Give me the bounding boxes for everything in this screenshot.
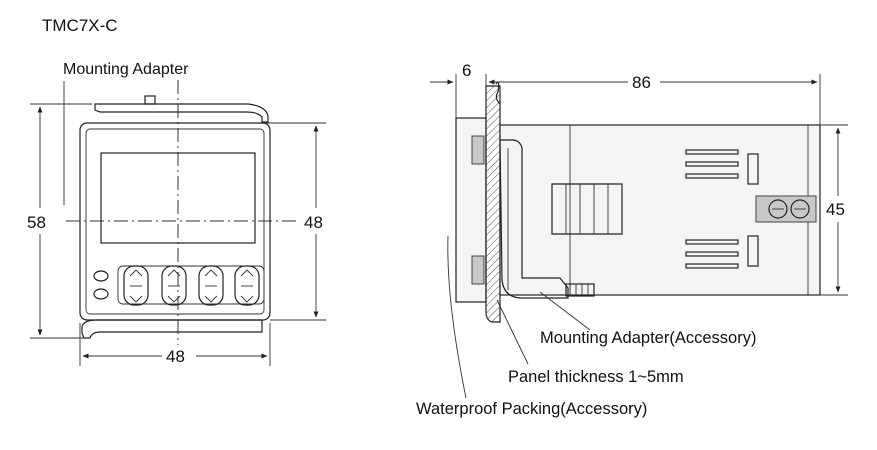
- front-button-4: [234, 265, 260, 306]
- side-latch-top: [747, 153, 759, 185]
- front-button-2: [161, 265, 187, 306]
- model-title: TMC7X-C: [42, 16, 118, 35]
- leader-panel-thickness: [496, 299, 529, 365]
- side-view: 6 86 45 Mounting Adapter(Accessory) Pane…: [416, 61, 848, 418]
- leader-waterproof-packing: [447, 235, 467, 399]
- adapter-bottom-clip: [81, 319, 263, 339]
- adapter-bracket: [499, 139, 569, 299]
- label-panel-thickness: Panel thickness 1~5mm: [508, 368, 684, 386]
- connector-clip: [551, 183, 623, 235]
- side-front-clip-top: [471, 135, 485, 165]
- label-waterproof-packing: Waterproof Packing(Accessory): [416, 400, 647, 418]
- leader-mounting-adapter: [539, 291, 591, 331]
- front-view: Mounting Adapter: [27, 61, 326, 366]
- front-button-1: [123, 265, 149, 306]
- dim-58-label: 58: [27, 213, 46, 232]
- indicator-led-2: [93, 288, 109, 300]
- button-panel: [117, 265, 265, 305]
- front-button-3: [198, 265, 224, 306]
- adapter-top-clip: [94, 103, 269, 123]
- mounting-panel: [485, 85, 501, 323]
- vent-slots-bottom: [685, 239, 739, 269]
- label-mounting-adapter-accessory: Mounting Adapter(Accessory): [540, 329, 756, 347]
- side-latch-bottom: [747, 235, 759, 267]
- dim-45-label: 45: [826, 200, 845, 219]
- side-front-clip-bottom: [471, 255, 485, 285]
- terminal-screws: [755, 195, 817, 223]
- indicator-led-1: [93, 270, 109, 282]
- dim-86-label: 86: [632, 73, 651, 92]
- dim-6-label: 6: [462, 61, 471, 80]
- dim-48-bottom-label: 48: [166, 347, 185, 366]
- adapter-top-tab: [144, 95, 156, 105]
- mounting-adapter-label: Mounting Adapter: [63, 61, 189, 78]
- vent-slots-top: [685, 149, 739, 179]
- adapter-screw: [565, 283, 595, 297]
- dim-48-right-label: 48: [304, 213, 323, 232]
